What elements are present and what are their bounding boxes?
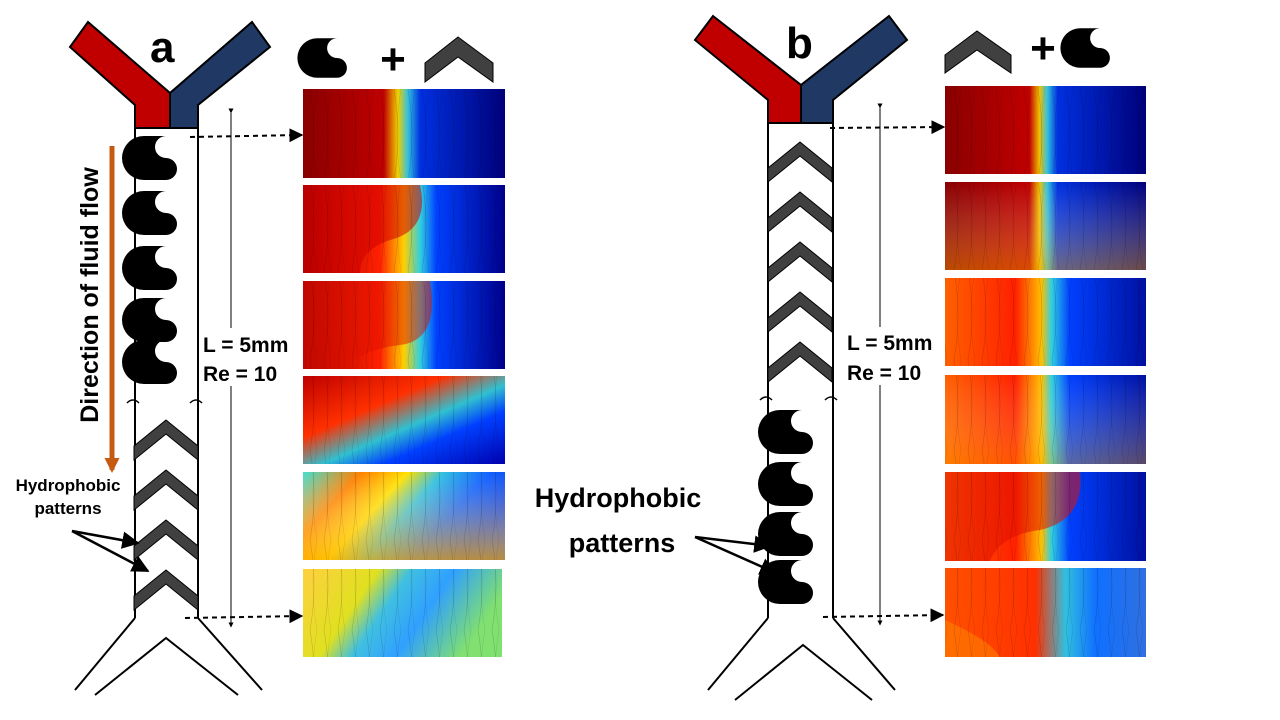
- chevron-icon: [424, 36, 494, 84]
- pointer-arrow-b-2: [694, 535, 778, 575]
- concentration-map-a-6: [303, 569, 502, 657]
- reynolds-label-b: Re = 10: [847, 362, 921, 385]
- inlet-right-a: [169, 20, 272, 129]
- concentration-map-b-3: [945, 278, 1146, 366]
- legend-b: +: [944, 24, 1110, 74]
- concentration-maps-a: [303, 89, 505, 657]
- legend-plus-a: +: [380, 35, 406, 84]
- s-curve-patterns-a: [122, 136, 177, 384]
- concentration-map-a-1: [303, 89, 505, 178]
- panel-label-b: b: [786, 19, 813, 68]
- concentration-map-a-5: [303, 472, 505, 560]
- legend-plus-b: +: [1030, 24, 1056, 73]
- reynolds-label-a: Re = 10: [203, 363, 277, 386]
- chevron-patterns-b: [767, 141, 833, 383]
- concentration-map-a-4: [303, 376, 505, 464]
- hydrophobic-label-a-line1: Hydrophobic: [16, 476, 121, 495]
- dashed-arrow-a-bottom: [184, 609, 304, 624]
- length-label-a: L = 5mm: [203, 334, 288, 357]
- flow-label-a: Direction of fluid flow: [76, 167, 104, 423]
- pointer-arrow-b-1: [694, 535, 772, 553]
- dashed-arrow-b-bottom: [822, 608, 945, 623]
- panel-b: b Hydrophobic patterns L = 5m: [535, 14, 1146, 701]
- inlet-right-b: [800, 14, 909, 124]
- concentration-map-b-4: [945, 375, 1146, 464]
- dashed-arrow-b-top: [829, 120, 946, 135]
- s-curve-icon: [297, 38, 347, 78]
- length-label-b: L = 5mm: [847, 332, 932, 355]
- s-curve-patterns-b: [758, 410, 813, 604]
- outlet-a: [74, 617, 263, 696]
- concentration-map-b-2: [945, 182, 1146, 270]
- dashed-arrow-a-top: [189, 128, 304, 143]
- s-curve-icon: [1060, 28, 1110, 68]
- pointer-arrow-a-1: [71, 529, 140, 549]
- hydrophobic-label-a-line2: patterns: [34, 499, 101, 518]
- pointer-arrow-a-2: [71, 529, 150, 573]
- concentration-map-b-6: [945, 568, 1146, 657]
- legend-a: +: [297, 35, 494, 84]
- panel-a: a Direction of fluid flow Hydrophobic pa…: [16, 20, 505, 696]
- channel-break-a: [126, 399, 203, 404]
- chevron-icon: [944, 30, 1012, 74]
- chevron-patterns-a: [133, 419, 199, 611]
- hydrophobic-label-b-line1: Hydrophobic: [535, 483, 702, 513]
- concentration-map-a-2: [303, 185, 505, 273]
- concentration-map-b-5: [945, 472, 1146, 561]
- concentration-map-b-1: [945, 86, 1146, 174]
- outlet-b: [707, 617, 896, 701]
- concentration-map-a-3: [303, 281, 505, 369]
- panel-label-a: a: [150, 23, 175, 72]
- hydrophobic-label-b-line2: patterns: [569, 528, 676, 558]
- concentration-maps-b: [945, 86, 1146, 657]
- channel-break-b: [759, 396, 838, 401]
